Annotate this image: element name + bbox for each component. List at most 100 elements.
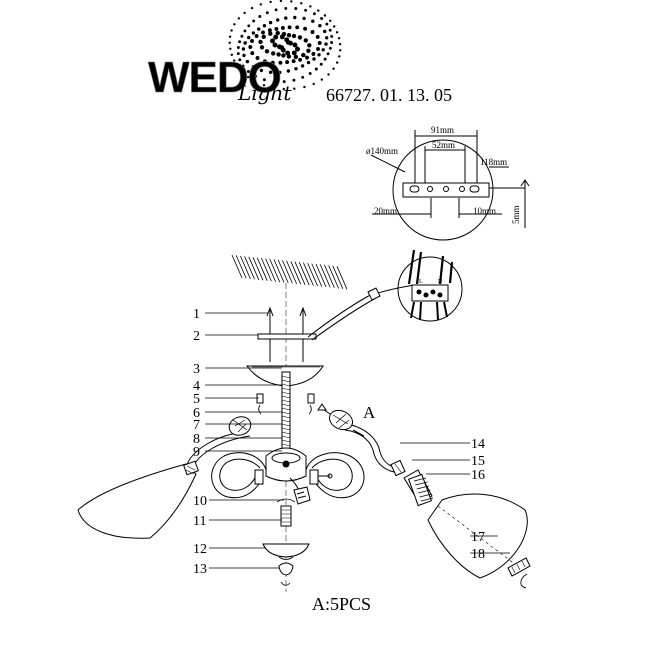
ceiling-hatch-line — [265, 258, 276, 282]
ceiling-hatch-line — [294, 261, 306, 285]
logo-dot — [338, 43, 342, 46]
ceiling-hatch-line — [303, 262, 314, 286]
ceiling-hatch-line — [273, 259, 285, 283]
logo-dot — [238, 40, 242, 44]
logo-dot — [306, 60, 311, 65]
logo-dot — [237, 17, 240, 20]
left-shade — [77, 463, 197, 539]
logo-dot — [228, 41, 231, 44]
logo-dot — [269, 0, 272, 4]
bracket-slot — [409, 185, 420, 193]
logo-dot — [325, 36, 329, 40]
part-18-bulb — [507, 557, 531, 589]
ceiling-hatch-line — [269, 258, 281, 283]
logo-dot — [300, 64, 305, 68]
logo-dot — [328, 28, 332, 32]
wiring-detail — [397, 249, 463, 322]
dim-91mm: 91mm — [431, 125, 454, 135]
logo-dot — [272, 80, 276, 83]
logo-dot — [317, 53, 321, 57]
ceiling-hatch-line — [332, 265, 344, 289]
logo-dot — [229, 47, 232, 50]
logo-dot — [316, 47, 320, 51]
thread-line — [281, 419, 291, 423]
part-number-1: 1 — [193, 307, 200, 322]
logo-dot — [245, 59, 250, 64]
logo-dot — [323, 14, 327, 17]
thread-line — [281, 415, 291, 419]
logo-dot — [294, 67, 298, 71]
logo-swirl-dots — [228, 0, 342, 91]
ceiling-hatch-line — [256, 257, 268, 281]
bottom-cup — [262, 543, 310, 558]
ceiling-hatch-line — [311, 263, 323, 287]
logo-dot — [230, 29, 233, 32]
logo-dot — [274, 26, 279, 31]
brand-name: WEDO — [148, 53, 281, 102]
bottom-finial — [278, 562, 294, 576]
logo-dot — [293, 15, 297, 20]
logo-dot — [251, 65, 256, 69]
logo-dot — [277, 44, 282, 50]
logo-dot — [303, 38, 308, 43]
bracket-slot — [469, 185, 480, 193]
logo-dot — [290, 0, 293, 3]
logo-dot — [318, 24, 322, 28]
logo-dot — [272, 42, 278, 48]
logo-dot — [282, 80, 286, 84]
logo-dot — [292, 42, 298, 48]
ceiling-hatch-line — [328, 265, 339, 289]
ceiling-hatch-line — [324, 264, 335, 289]
brand-logo: WEDO Light — [148, 0, 342, 105]
logo-dot — [247, 35, 251, 40]
logo-dot — [259, 45, 265, 50]
logo-dot — [262, 78, 266, 82]
dim-10mm: 10mm — [473, 206, 496, 216]
logo-dot — [327, 73, 330, 76]
logo-dot — [323, 57, 327, 61]
logo-dot — [317, 41, 322, 45]
dim-diameter: ø140mm — [366, 146, 398, 156]
logo-dot — [306, 48, 311, 53]
detail-marker: A — [363, 403, 376, 422]
logo-dot — [286, 54, 292, 59]
logo-dot — [252, 19, 256, 23]
logo-dot — [326, 52, 330, 56]
thread-line — [281, 427, 291, 431]
part-number-10: 10 — [193, 494, 207, 509]
logo-dot — [333, 25, 336, 28]
mount-dimension-labels: 91mm 52mm ø140mm 118mm 20mm 10mm 5mm — [366, 125, 521, 224]
logo-dot — [254, 34, 259, 38]
thread-line — [281, 395, 291, 399]
logo-dot — [291, 50, 297, 56]
ceiling — [231, 254, 348, 290]
logo-dot — [307, 43, 312, 48]
ceiling-hatch-line — [307, 262, 318, 287]
logo-dot — [284, 6, 288, 10]
right-loop-arm — [305, 452, 365, 499]
logo-dot — [298, 57, 303, 62]
logo-dot — [273, 34, 279, 40]
logo-dot — [324, 42, 328, 46]
logo-dot — [258, 39, 263, 45]
logo-dot — [268, 70, 273, 75]
logo-dot — [276, 18, 280, 22]
logo-dot — [288, 40, 293, 46]
logo-dot — [295, 25, 300, 30]
logo-dot — [312, 12, 316, 16]
wire-label-l: L — [419, 279, 423, 285]
socket-rib — [420, 497, 434, 502]
logo-dot — [241, 47, 246, 51]
thread-line — [281, 435, 291, 439]
logo-dot — [250, 51, 255, 56]
socket-rib — [419, 493, 432, 498]
logo-dot — [238, 58, 242, 62]
part-number-11: 11 — [193, 514, 206, 529]
part-number-8: 8 — [193, 432, 200, 447]
logo-dot — [339, 49, 342, 52]
logo-dot — [279, 0, 283, 3]
logo-dot — [284, 16, 288, 20]
logo-dot — [338, 55, 341, 58]
logo-dot — [282, 87, 285, 91]
